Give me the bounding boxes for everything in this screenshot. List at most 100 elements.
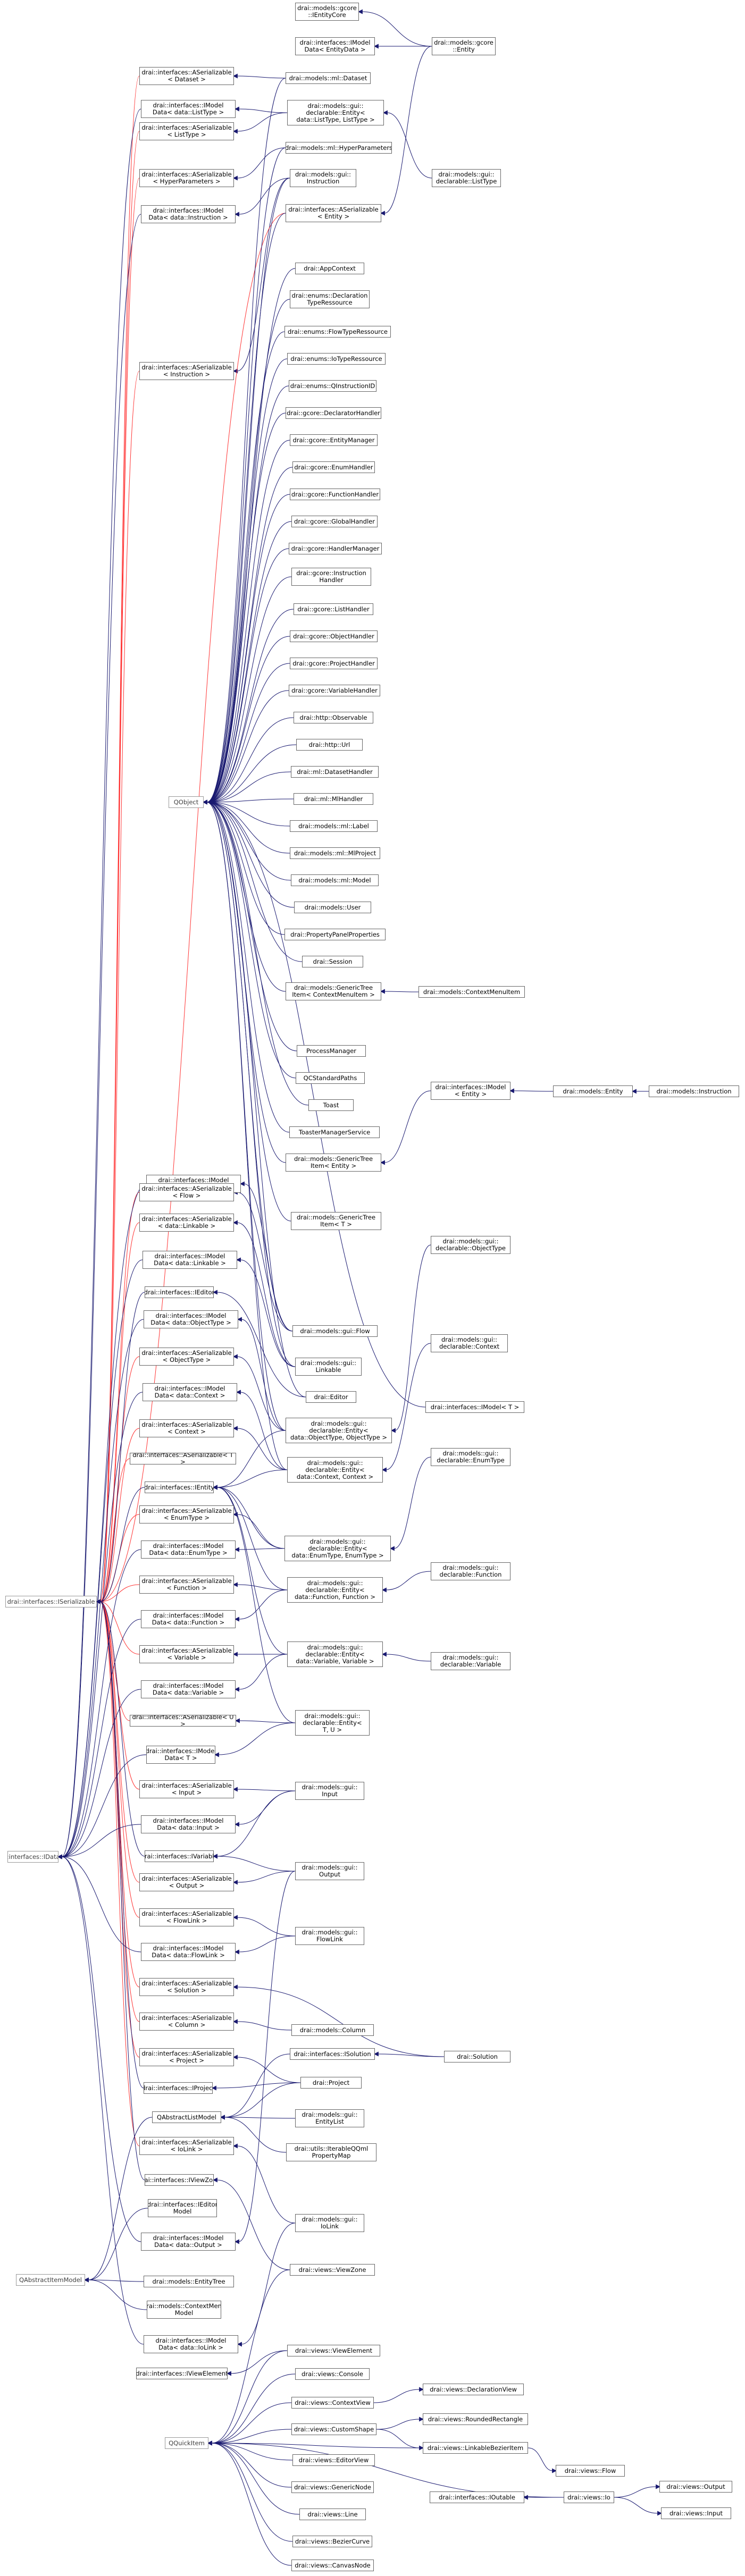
class-node-imd-output[interactable]: drai::interfaces::IModel Data< data::Out… [141,2233,236,2251]
class-node-gui-decl-entity-tu[interactable]: drai::models::gui:: declarable::Entity< … [295,1710,370,1736]
class-node-iviewzone[interactable]: drai::interfaces::IViewZone [145,2174,214,2186]
class-node-gcore-functionhandler[interactable]: drai::gcore::FunctionHandler [290,489,380,500]
class-node-contextmenuitem[interactable]: drai::models::ContextMenuItem [418,986,525,998]
class-node-views-editorview[interactable]: drai::views::EditorView [292,2454,375,2466]
class-node-aser-u[interactable]: drai::interfaces::ASerializable< U > [130,1715,236,1727]
class-node-ml-label[interactable]: drai::models::ml::Label [290,820,378,832]
class-node-models-entitytree[interactable]: drai::models::EntityTree [144,2276,234,2287]
class-node-aser-function[interactable]: drai::interfaces::ASerializable < Functi… [139,1576,234,1594]
class-node-gui-decl-entity-objecttype[interactable]: drai::models::gui:: declarable::Entity< … [286,1418,392,1443]
class-node-enum-flowtyperessource[interactable]: drai::enums::FlowTypeRessource [284,326,391,338]
class-node-imd-enumtype[interactable]: drai::interfaces::IModel Data< data::Enu… [141,1540,236,1559]
class-node-gui-decl-function[interactable]: drai::models::gui:: declarable::Function [431,1562,510,1580]
class-node-generictree-contextmenuitem[interactable]: drai::models::GenericTree Item< ContextM… [286,982,381,1000]
class-node-views-genericnode[interactable]: drai::views::GenericNode [291,2481,374,2493]
class-node-gui-iolink[interactable]: drai::models::gui:: IoLink [295,2214,364,2232]
class-node-gcore-variablehandler[interactable]: drai::gcore::VariableHandler [289,685,380,696]
class-node-views-beziercurve[interactable]: drai::views::BezierCurve [292,2536,372,2547]
class-node-generictree-entity[interactable]: drai::models::GenericTree Item< Entity > [286,1154,381,1172]
class-node-contextmenumodel[interactable]: drai::models::ContextMenu Model [147,2301,221,2319]
class-node-aser-objecttype[interactable]: drai::interfaces::ASerializable < Object… [139,1348,234,1366]
class-node-ml-model[interactable]: drai::models::ml::Model [291,874,379,886]
class-node-aser-flowlink[interactable]: drai::interfaces::ASerializable < FlowLi… [139,1908,234,1926]
class-node-enum-declarationtyperessource[interactable]: drai::enums::Declaration TypeRessource [290,290,370,308]
class-node-imd-t[interactable]: drai::interfaces::IModel Data< T > [146,1746,215,1764]
class-node-iproject[interactable]: drai::interfaces::IProject [144,2082,213,2094]
class-node-ml-mlhandler[interactable]: drai::ml::MlHandler [294,793,373,805]
class-node-ieditormodel[interactable]: drai::interfaces::IEditor Model [148,2199,217,2217]
class-node-imd-iolink[interactable]: drai::interfaces::IModel Data< data::IoL… [144,2335,238,2353]
class-node-ml-datasethandler[interactable]: drai::ml::DatasetHandler [291,766,379,778]
class-node-aser-output[interactable]: drai::interfaces::ASerializable < Output… [139,1873,234,1891]
class-node-gcore-globalhandler[interactable]: drai::gcore::GlobalHandler [291,516,378,527]
class-node-session[interactable]: drai::Session [302,956,363,967]
class-node-aser-dataset[interactable]: drai::interfaces::ASerializable < Datase… [139,67,234,85]
class-node-imd-objecttype[interactable]: drai::interfaces::IModel Data< data::Obj… [144,1310,238,1328]
class-node-qabstractlistmodel[interactable]: QAbstractListModel [152,2111,221,2123]
class-node-gcore-projecthandler[interactable]: drai::gcore::ProjectHandler [290,658,378,669]
class-node-imd-flowlink[interactable]: drai::interfaces::IModel Data< data::Flo… [141,1943,236,1961]
class-node-gcore-declaratorhandler[interactable]: drai::gcore::DeclaratorHandler [286,407,381,419]
class-node-http-observable[interactable]: drai::http::Observable [294,712,373,723]
class-node-enum-qinstructionid[interactable]: drai::enums::QInstructionID [289,380,376,392]
class-node-qquickitem[interactable]: QQuickItem [165,2437,208,2449]
class-node-aser-context[interactable]: drai::interfaces::ASerializable < Contex… [139,1419,234,1437]
class-node-aser-flow[interactable]: drai::interfaces::ASerializable < Flow > [139,1183,234,1201]
class-node-gcore-handlermanager[interactable]: drai::gcore::HandlerManager [289,543,382,554]
class-node-gui-decl-entity-context[interactable]: drai::models::gui:: declarable::Entity< … [287,1457,383,1483]
class-node-models-column[interactable]: drai::models::Column [291,2024,374,2036]
class-node-views-viewelement[interactable]: drai::views::ViewElement [287,2345,380,2356]
class-node-imd-entitydata[interactable]: drai::interfaces::IModel Data< EntityDat… [295,37,375,55]
class-node-aser-column[interactable]: drai::interfaces::ASerializable < Column… [139,2013,234,2031]
class-node-aser-t[interactable]: drai::interfaces::ASerializable< T > [130,1453,236,1464]
class-node-gui-flow[interactable]: drai::models::gui::Flow [292,1325,378,1337]
class-node-models-instruction[interactable]: drai::models::Instruction [649,1085,739,1097]
class-node-gui-instruction[interactable]: drai::models::gui:: Instruction [290,169,356,187]
class-node-views-declarationview[interactable]: drai::views::DeclarationView [423,2384,524,2395]
class-node-views-output[interactable]: drai::views::Output [659,2481,732,2493]
class-node-qobject[interactable]: QObject [169,796,204,808]
class-node-gui-input[interactable]: drai::models::gui:: Input [295,1782,364,1800]
class-node-gui-decl-entity-variable[interactable]: drai::models::gui:: declarable::Entity< … [287,1641,383,1667]
class-node-aser-entity[interactable]: drai::interfaces::ASerializable < Entity… [286,204,381,222]
class-node-propertypanelproperties[interactable]: drai::PropertyPanelProperties [284,929,386,940]
class-node-ioutable[interactable]: drai::interfaces::IOutable [430,2491,524,2503]
class-node-idataable[interactable]: drai::interfaces::IDataable [7,1851,58,1863]
class-node-solution[interactable]: drai::Solution [444,2051,510,2063]
class-node-gui-decl-context[interactable]: drai::models::gui:: declarable::Context [431,1334,508,1352]
class-node-aser-solution[interactable]: drai::interfaces::ASerializable < Soluti… [139,1978,234,1996]
class-node-imd-input[interactable]: drai::interfaces::IModel Data< data::Inp… [141,1815,236,1833]
class-node-views-viewzone[interactable]: drai::views::ViewZone [290,2264,375,2276]
class-node-models-entity[interactable]: drai::models::Entity [553,1085,633,1097]
class-node-iviewelement[interactable]: drai::interfaces::IViewElement [136,2368,228,2379]
class-node-gcore-objecthandler[interactable]: drai::gcore::ObjectHandler [290,630,378,642]
class-node-views-input[interactable]: drai::views::Input [661,2507,731,2519]
class-node-aser-enumtype[interactable]: drai::interfaces::ASerializable < EnumTy… [139,1505,234,1523]
class-node-aser-input[interactable]: drai::interfaces::ASerializable < Input … [139,1780,234,1798]
class-node-gui-output[interactable]: drai::models::gui:: Output [295,1862,364,1880]
class-node-ieditor[interactable]: drai::interfaces::IEditor [145,1286,214,1298]
class-node-gui-entitylist[interactable]: drai::models::gui:: EntityList [295,2109,364,2127]
class-node-gcore-entitymanager[interactable]: drai::gcore::EntityManager [290,434,378,446]
class-node-aser-project[interactable]: drai::interfaces::ASerializable < Projec… [139,2048,234,2066]
class-node-imd-linkable[interactable]: drai::interfaces::IModel Data< data::Lin… [143,1251,237,1269]
class-node-aser-iolink[interactable]: drai::interfaces::ASerializable < IoLink… [139,2137,234,2155]
class-node-http-url[interactable]: drai::http::Url [296,739,363,751]
class-node-iterableqqmlpropertymap[interactable]: drai::utils::IterableQQml PropertyMap [286,2143,376,2161]
class-node-views-console[interactable]: drai::views::Console [295,2368,370,2380]
class-node-ml-dataset[interactable]: drai::models::ml::Dataset [286,72,371,84]
class-node-toast[interactable]: Toast [308,1099,354,1111]
class-node-isolution[interactable]: drai::interfaces::ISolution [290,2048,375,2060]
class-node-imd-listtype[interactable]: drai::interfaces::IModel Data< data::Lis… [141,100,236,118]
class-node-ivariable[interactable]: drai::interfaces::IVariable [145,1850,214,1862]
class-node-processmanager[interactable]: ProcessManager [297,1045,366,1057]
class-node-gui-linkable[interactable]: drai::models::gui:: Linkable [295,1358,362,1376]
class-node-gui-decl-enumtype[interactable]: drai::models::gui:: declarable::EnumType [431,1448,510,1466]
class-node-qabstractitemmodel[interactable]: QAbstractItemModel [16,2274,85,2286]
class-node-gui-decl-entity-listtype[interactable]: drai::models::gui:: declarable::Entity< … [287,100,384,125]
class-node-enum-iotyperessource[interactable]: drai::enums::IoTypeRessource [287,353,386,365]
class-node-aser-variable[interactable]: drai::interfaces::ASerializable < Variab… [139,1645,234,1663]
class-node-toastermanagerservice[interactable]: ToasterManagerService [289,1126,380,1138]
class-node-iserializable[interactable]: drai::interfaces::ISerializable [5,1596,97,1607]
class-node-gcore-enumhandler[interactable]: drai::gcore::EnumHandler [292,461,375,473]
